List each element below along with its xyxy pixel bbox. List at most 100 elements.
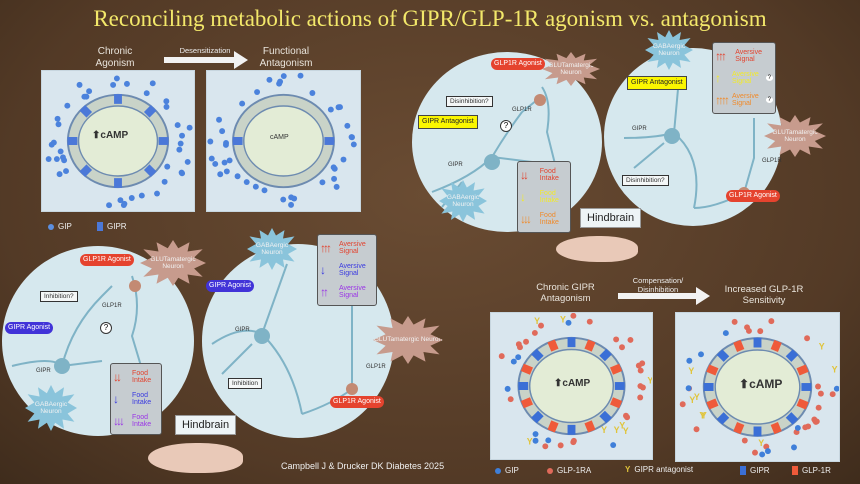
ligand-dot xyxy=(698,351,704,358)
ligand-dot xyxy=(331,165,338,172)
food-intake-effects: ↓↓Food Intake↓Food Intake↓↓↓Food Intake xyxy=(110,363,162,435)
ligand-dot xyxy=(829,391,836,398)
arrow-icon: ↓↓↓ xyxy=(520,212,532,226)
ligand-dot xyxy=(212,161,219,167)
gipr-agonist-tag: GIPR Agonist xyxy=(5,322,54,334)
receptor-icon xyxy=(547,339,559,352)
receptor-icon xyxy=(753,337,762,348)
ligand-dot xyxy=(613,336,620,343)
ligand-dot xyxy=(337,104,343,111)
ligand-dot xyxy=(752,449,758,456)
ligand-dot xyxy=(812,418,819,425)
receptor-icon xyxy=(610,397,623,409)
ligand-dot xyxy=(570,313,577,319)
ligand-dot xyxy=(619,344,625,351)
ligand-dot xyxy=(340,156,347,163)
ligand-dot xyxy=(81,93,88,100)
receptor-icon xyxy=(716,412,730,425)
arrow-icon: ↓ xyxy=(320,263,326,277)
gipr-label: GIPR xyxy=(36,368,51,374)
ligand-dot xyxy=(565,319,572,326)
antagonist-icon: Y xyxy=(534,316,540,326)
ligand-dot xyxy=(722,330,729,337)
chronic-agonism-panel xyxy=(41,70,195,212)
ligand-dot xyxy=(138,192,145,199)
ligand-dot xyxy=(538,322,544,329)
ligand-dot xyxy=(179,170,186,177)
ligand-dot xyxy=(510,358,517,365)
cell-interior xyxy=(243,105,324,177)
ligand-dot xyxy=(523,338,529,345)
chronic-gipr-antagonism-label: Chronic GIPR Antagonism xyxy=(536,282,595,304)
question-icon: ? xyxy=(100,322,112,334)
ligand-dot xyxy=(50,139,57,146)
ligand-dot xyxy=(280,196,287,203)
ligand-dot xyxy=(61,157,68,164)
effect-row: ↓↓↓Food Intake xyxy=(520,208,568,230)
ligand-dot xyxy=(532,431,539,437)
receptor-icon xyxy=(785,349,799,362)
glp1r-agonist-tag: GLP1R Agonist xyxy=(330,396,384,408)
aversive-signal-effects: ↑↑↑Aversive Signal↓Aversive Signal↑↑Aver… xyxy=(317,234,377,306)
receptor-icon xyxy=(158,137,169,145)
receptor-icon xyxy=(67,137,78,145)
receptor-icon xyxy=(706,364,719,376)
ligand-dot xyxy=(266,76,273,83)
ligand-dot xyxy=(128,195,135,201)
hindbrain-label: Hindbrain xyxy=(175,415,237,435)
receptor-icon xyxy=(770,339,782,353)
arrow-icon: ↓↓ xyxy=(520,168,529,182)
ligand-dot xyxy=(815,383,821,390)
ligand-dot xyxy=(277,78,284,85)
antagonist-icon: Y xyxy=(623,426,629,436)
question-icon: ? xyxy=(500,120,512,132)
ligand-dot xyxy=(624,414,631,421)
glp1r-label: GLP1R xyxy=(102,303,122,309)
ligand-dot xyxy=(86,88,93,95)
effect-row: ↓Food Intake xyxy=(520,186,568,208)
receptor-icon xyxy=(531,348,544,362)
ligand-dot xyxy=(545,437,552,444)
effect-label: Food Intake xyxy=(132,414,152,428)
effect-label: Food Intake xyxy=(132,392,152,406)
inhibition-label: Inhibition xyxy=(228,378,263,389)
question-icon: ? xyxy=(765,97,773,103)
effect-label: Food Intake xyxy=(132,370,152,384)
ligand-dot xyxy=(794,424,801,431)
arrow-icon: ↓ xyxy=(113,392,119,406)
food-intake-effects: ↓↓Food Intake↓Food Intake↓↓↓Food Intake xyxy=(517,161,571,233)
antagonist-icon: Y xyxy=(647,376,652,386)
receptor-icon xyxy=(614,382,625,390)
receptor-icon xyxy=(801,383,812,391)
receptor-icon xyxy=(796,364,809,376)
ligand-dot xyxy=(176,146,183,153)
effect-label: Aversive Signal xyxy=(339,241,366,255)
ligand-dot xyxy=(179,132,185,139)
arrow-icon: ↓ xyxy=(520,190,526,204)
antagonist-icon: Y xyxy=(619,421,625,431)
receptor-icon xyxy=(97,222,103,231)
antagonist-icon: Y xyxy=(694,392,700,402)
ligand-dot xyxy=(557,442,564,449)
ligand-dot xyxy=(344,122,351,129)
functional-antagonism-panel xyxy=(206,70,361,212)
right-arrow-icon xyxy=(618,287,710,305)
legend-gipr: GIPR xyxy=(97,222,127,231)
ligand-dot xyxy=(208,155,215,162)
glp1r-agonist-tag: GLP1R Agonist xyxy=(80,254,134,266)
receptor-icon xyxy=(531,410,544,424)
effect-row: ↑Aversive Signal? xyxy=(715,67,773,89)
compensation-label: Compensation/ Disinhibition xyxy=(632,276,684,294)
ligand-dot xyxy=(106,202,113,209)
effect-label: Aversive Signal xyxy=(339,263,366,277)
ligand-dot xyxy=(802,424,809,431)
slide-title: Reconciling metabolic actions of GIPR/GL… xyxy=(93,6,767,31)
ligand-dot xyxy=(498,353,505,360)
ligand-dot xyxy=(239,100,246,107)
effect-row: ↑↑Aversive Signal xyxy=(320,281,374,303)
ligand-dot xyxy=(319,179,326,186)
ligand-dot xyxy=(216,116,222,123)
ligand-dot xyxy=(161,178,168,185)
